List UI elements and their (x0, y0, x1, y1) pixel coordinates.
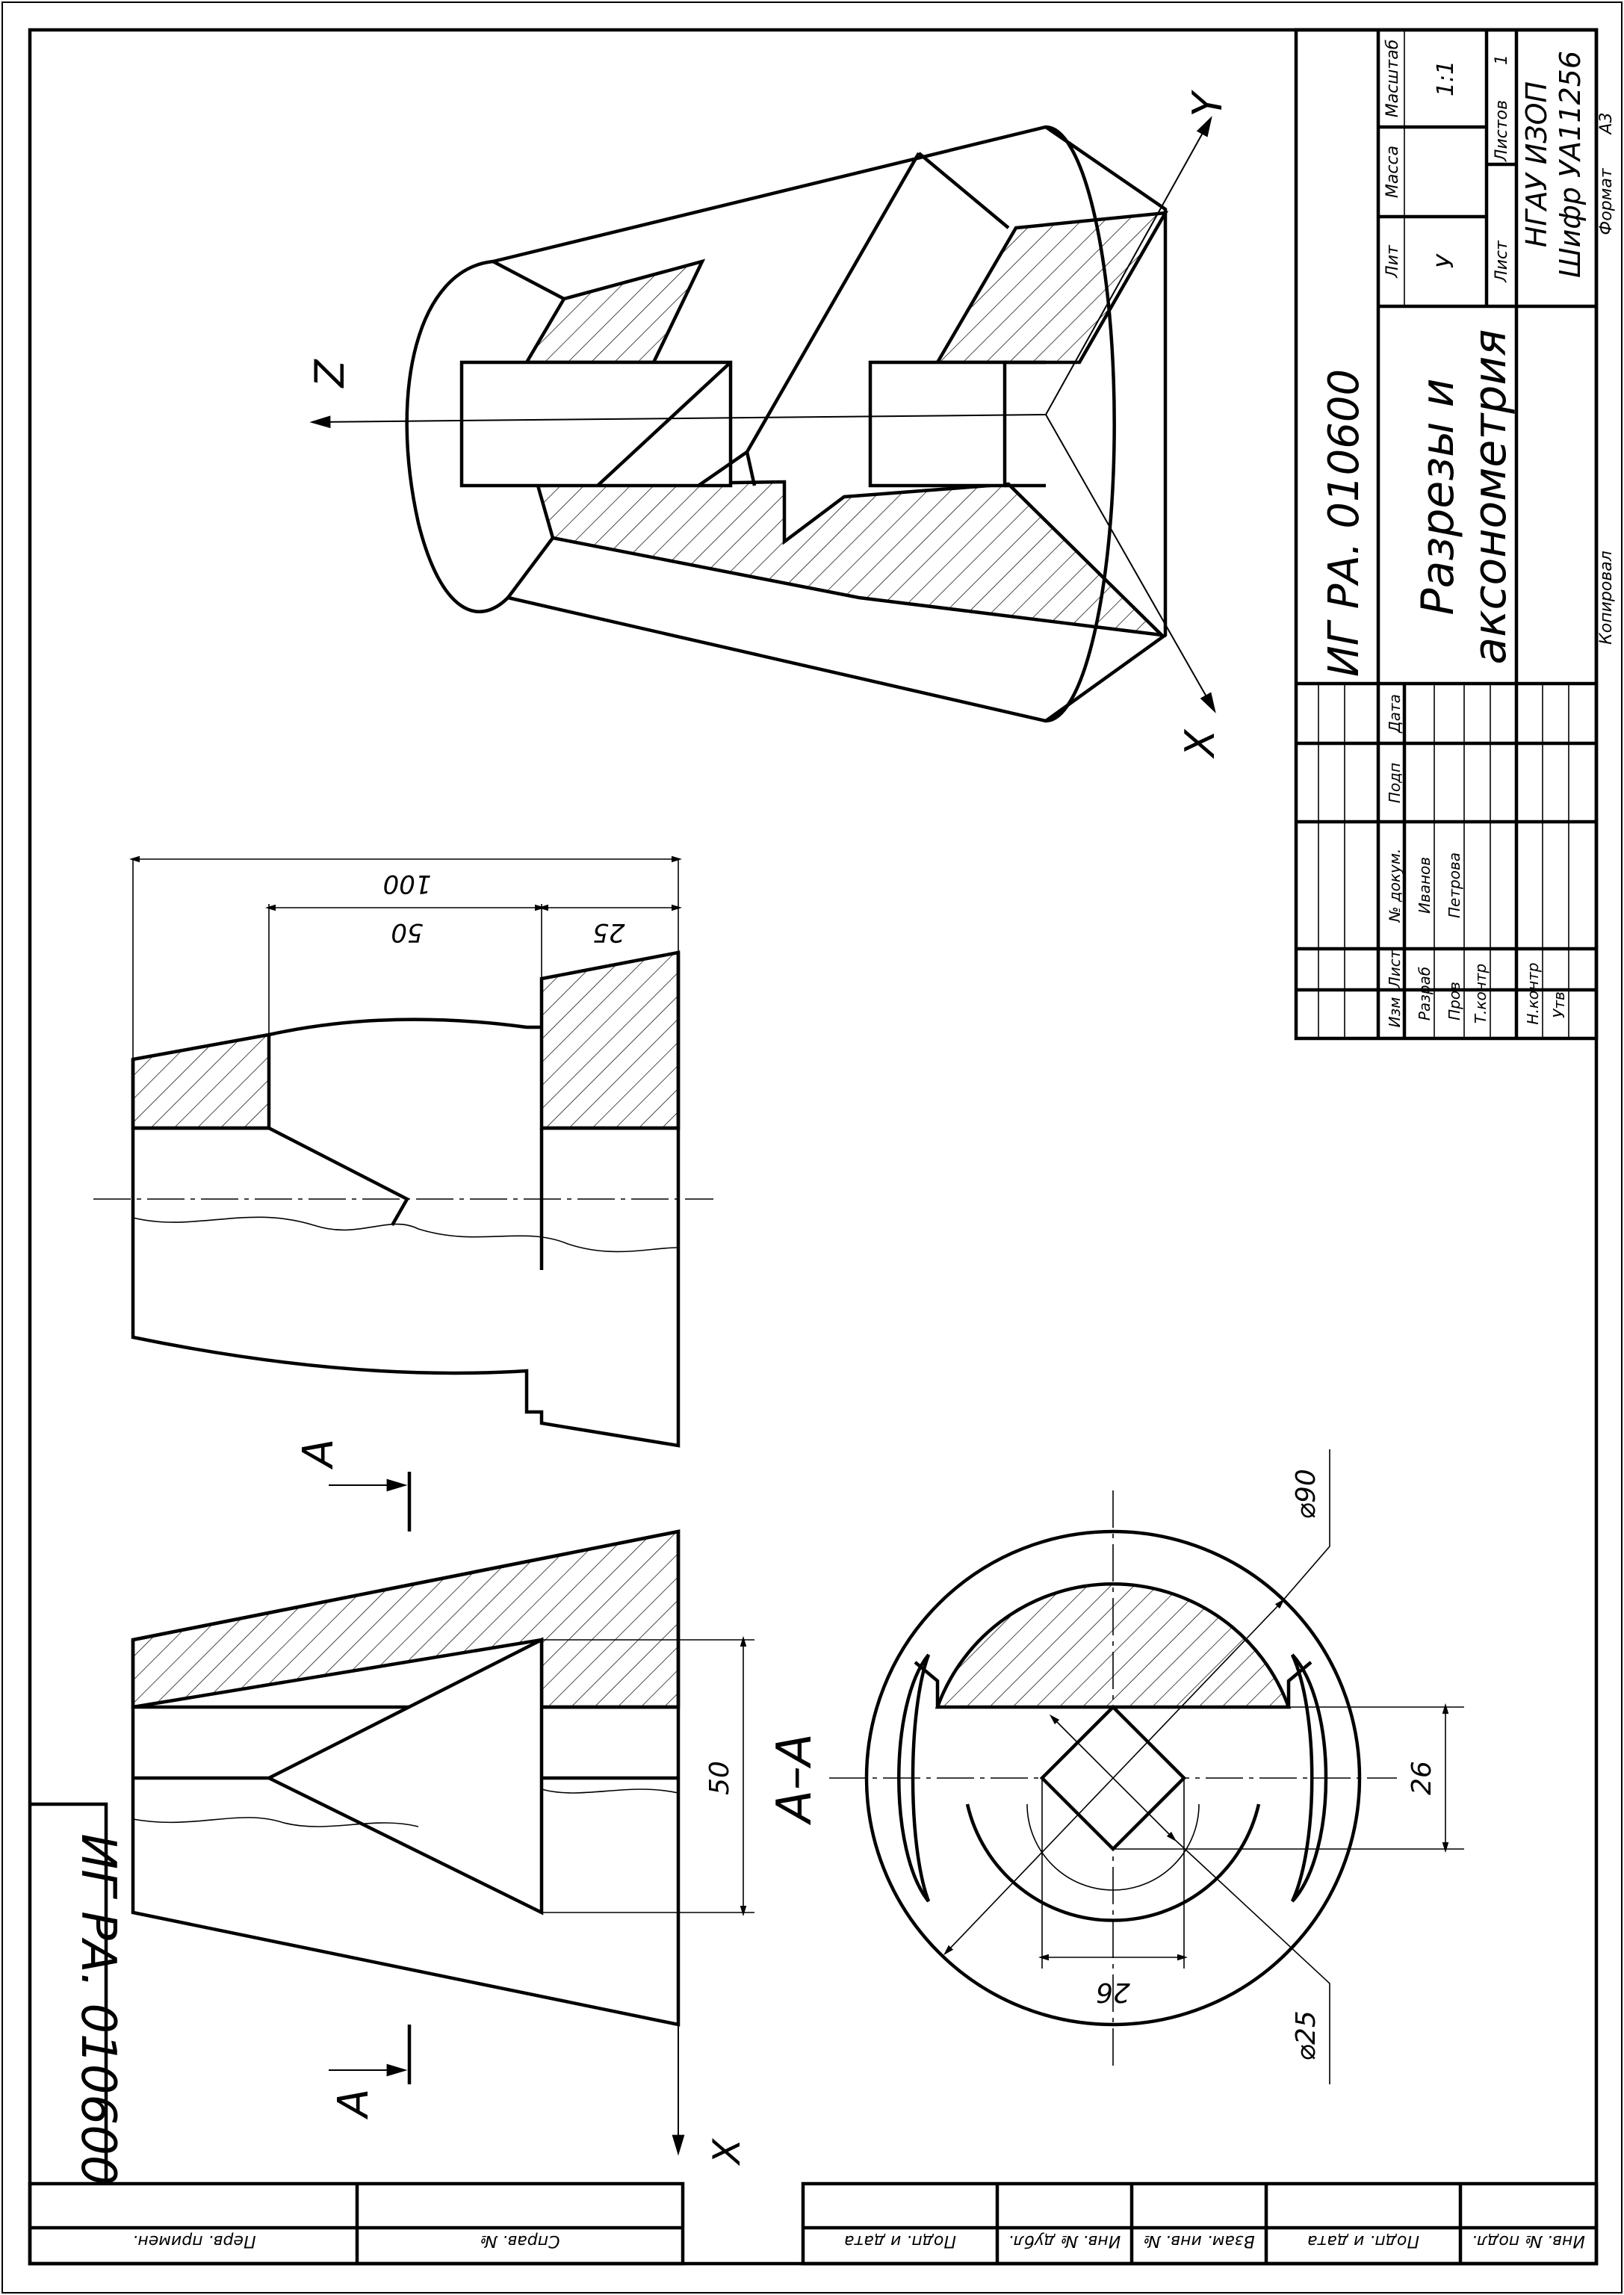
strip-podp-data-2: Подп. и дата (1307, 2231, 1419, 2250)
axis-z-iso: Z (306, 359, 353, 389)
stamp-row-nkontr: Н.контр (1524, 962, 1542, 1024)
stamp-col-date: Дата (1386, 694, 1404, 734)
stamp-title-line1: Разрезы и (1412, 378, 1464, 615)
stamp-format-value: А3 (1597, 112, 1616, 135)
stamp-row-utv: Утв (1550, 991, 1568, 1018)
cone-section-view: 50 А–А X (131, 1529, 822, 2167)
dim-26-bottom: 26 (1096, 1977, 1130, 2007)
isometric-view: Z Y X (306, 90, 1231, 760)
dim-phi25: ⌀25 (1291, 2010, 1321, 2060)
dim-50-top: 50 (391, 917, 423, 947)
dim-25: 25 (592, 917, 625, 947)
stamp-org-line1: НГАУ ИЗОП (1520, 81, 1553, 247)
stamp-sheets-value: 1 (1493, 55, 1511, 65)
cut-plane-marks: А А (294, 1439, 412, 2119)
strip-vzam-inv: Взам. инв. № (1143, 2231, 1254, 2250)
stamp-scale-value: 1:1 (1433, 61, 1459, 96)
circular-section: 26 26 ⌀90 ⌀25 (829, 1449, 1464, 2084)
strip-inv-podl: Инв. № подл. (1472, 2231, 1585, 2250)
stamp-name-prov: Петрова (1445, 852, 1463, 918)
stamp-row-prov: Пров (1445, 982, 1463, 1020)
strip-perv-primen: Перв. примен. (132, 2231, 255, 2250)
stamp-col-izm: Изм (1386, 997, 1404, 1028)
stamp-col-sign: Подп (1386, 763, 1404, 803)
stamp-lit-value: У (1433, 253, 1459, 268)
stamp-designation: ИГ РА. 010600 (1320, 369, 1369, 677)
section-label: А–А (767, 1733, 822, 1826)
stamp-title-line2: аксонометрия (1464, 329, 1516, 665)
stamp-org-line2: Шифр УА11256 (1554, 51, 1587, 278)
strip-podp-data-1: Подп. и дата (844, 2231, 956, 2250)
front-section-view: 100 50 25 (93, 855, 713, 1448)
side-stamp: ИГ РА. 010600 (30, 1802, 125, 2186)
axis-x-iso: X (1177, 729, 1224, 760)
strip-inv-dubl: Инв. № дубл. (1008, 2231, 1121, 2250)
stamp-col-doc: № докум. (1386, 849, 1404, 923)
title-block: ИГ РА. 010600 Разрезы и аксонометрия Лит… (1294, 28, 1616, 1041)
strip-sprav-no: Справ. № (480, 2231, 560, 2250)
stamp-copied-label: Копировал (1597, 551, 1616, 645)
dim-100: 100 (383, 869, 432, 899)
stamp-mass-header: Масса (1383, 146, 1402, 198)
stamp-name-razrab: Иванов (1416, 857, 1434, 914)
stamp-scale-header: Масштаб (1383, 40, 1402, 118)
stamp-sheet-label: Лист (1493, 240, 1511, 283)
stamp-row-tkontr: Т.контр (1472, 964, 1490, 1023)
dim-phi90: ⌀90 (1291, 1469, 1321, 1519)
bottom-strip: Перв. примен. Справ. № Подп. и дата Инв.… (28, 2181, 1599, 2266)
side-stamp-designation: ИГ РА. 010600 (70, 1833, 125, 2185)
stamp-sheets-label: Листов (1493, 100, 1511, 162)
dim-50-mid: 50 (704, 1761, 735, 1795)
cut-label-right: А (294, 1439, 343, 1469)
stamp-lit-header: Лит (1383, 244, 1402, 279)
axis-x-bottom: X (705, 2137, 749, 2167)
dim-26-right: 26 (1407, 1761, 1437, 1795)
stamp-format-label: Формат (1597, 167, 1616, 235)
drawing-frame (28, 28, 1599, 2266)
stamp-col-list: Лист (1386, 949, 1404, 988)
stamp-row-razrab: Разраб (1416, 967, 1434, 1020)
cut-label-left: А (329, 2089, 378, 2119)
axis-y-iso: Y (1184, 90, 1231, 117)
